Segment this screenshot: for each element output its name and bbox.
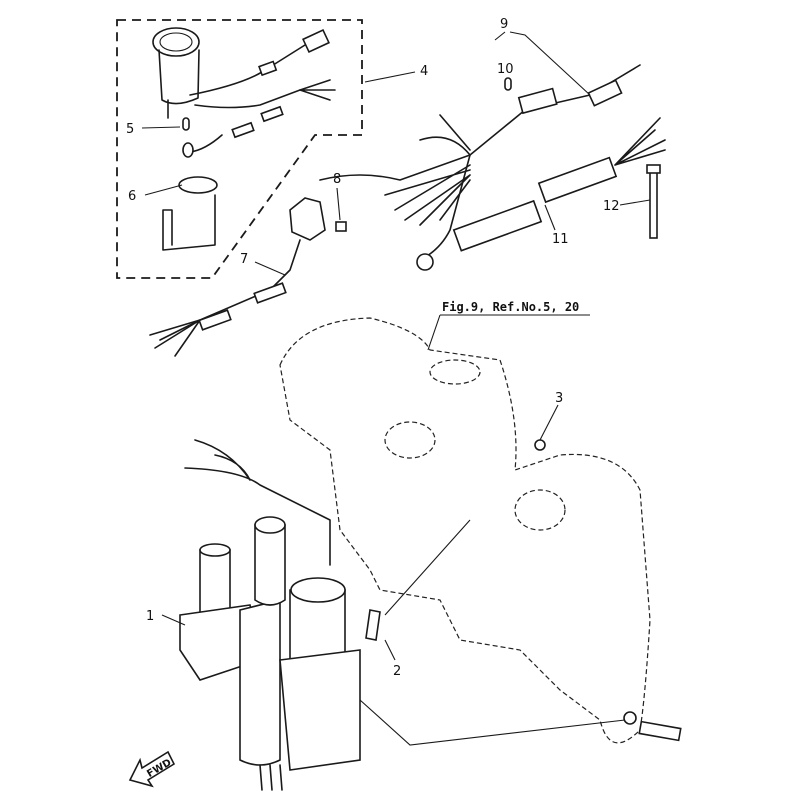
callout-8: 8 <box>333 172 341 187</box>
callout-6: 6 <box>128 189 136 204</box>
nut <box>534 439 546 451</box>
callout-1: 1 <box>146 609 154 624</box>
gauge-harness <box>189 28 336 153</box>
reference-label: Fig.9, Ref.No.5, 20 <box>442 300 579 314</box>
clamp-bracket-outline <box>279 317 651 744</box>
callout-12: 12 <box>603 199 620 214</box>
callout-9: 9 <box>500 17 508 32</box>
fwd-arrow-icon: FWD <box>128 750 176 788</box>
callout-2: 2 <box>393 664 401 679</box>
callout-11: 11 <box>552 232 569 247</box>
fuse <box>504 77 512 91</box>
leader-lines <box>141 31 651 746</box>
bolt <box>365 609 381 641</box>
kit-boundary <box>116 19 363 279</box>
callout-4: 4 <box>420 64 428 79</box>
callout-5: 5 <box>126 122 134 137</box>
trim-switch <box>149 197 347 357</box>
socket <box>182 142 194 158</box>
callout-10: 10 <box>497 62 514 77</box>
gauge-meter <box>152 27 200 119</box>
pivot-bolt <box>623 711 682 742</box>
bulb <box>182 117 190 131</box>
main-harness <box>319 64 666 271</box>
cable-tie <box>646 164 661 239</box>
power-trim-tilt-unit <box>179 439 361 791</box>
gauge-bracket <box>162 176 218 251</box>
callout-7: 7 <box>240 252 248 267</box>
callout-3: 3 <box>555 391 563 406</box>
